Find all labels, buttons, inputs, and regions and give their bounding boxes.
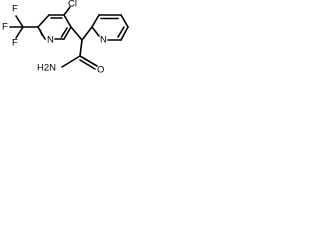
chlorine-label: Cl — [68, 0, 77, 10]
ring1-bond-3 — [63, 14, 72, 28]
cf3-bond-top — [15, 15, 24, 28]
ring2-bond-4 — [120, 14, 129, 28]
ring1-bond-4-double — [60, 27, 68, 38]
chloro-bond — [63, 6, 71, 16]
ring1-to-ch-bond — [70, 26, 83, 41]
trifluoromethyl-group — [9, 15, 39, 39]
carbonyl-double-bond-inner — [79, 59, 96, 70]
pyridine-ring — [91, 14, 129, 41]
central-carbon-bonds — [70, 26, 93, 57]
cf3-bond-bottom — [15, 26, 24, 39]
left-pyridine-nitrogen-label: N — [47, 35, 54, 46]
carbonyl-double-bond-outer — [79, 55, 98, 67]
fluorine-bottom-label: F — [12, 38, 18, 49]
chloro-pyridine-ring — [37, 6, 72, 40]
carbonyl-to-n-bond — [61, 55, 81, 68]
carbonyl-oxygen-label: O — [97, 65, 104, 76]
ring2-bond-3-double — [117, 26, 125, 38]
ring1-bond-6-double — [39, 29, 43, 36]
ring1-bond-1 — [37, 14, 50, 28]
fluorine-left-label: F — [2, 22, 8, 33]
right-pyridine-nitrogen-label: N — [100, 35, 107, 46]
ring2-bond-3 — [120, 26, 129, 41]
ring1-bond-4 — [63, 26, 72, 40]
chemical-structure-diagram: F F F Cl N N H2N O — [2, 0, 129, 76]
ring2-bond-1 — [91, 26, 100, 37]
amide-nitrogen-label: H2N — [37, 63, 56, 74]
ch-to-carbonyl-bond — [79, 39, 83, 57]
fluorine-top-label: F — [12, 4, 18, 15]
amide-group — [61, 55, 98, 70]
ch-to-ring2-bond — [81, 26, 93, 41]
ring2-bond-6 — [91, 14, 100, 28]
